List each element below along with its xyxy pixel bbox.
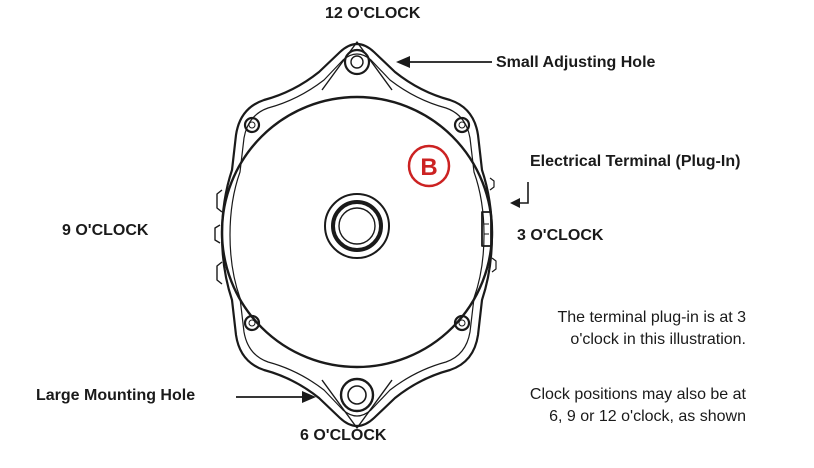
label-electrical-terminal: Electrical Terminal (Plug-In) <box>530 153 741 170</box>
label-large-mounting-hole: Large Mounting Hole <box>36 387 196 404</box>
bolt-hole-bottom-right <box>453 314 471 332</box>
note-line-1b: o'clock in this illustration. <box>570 331 746 348</box>
note-terminal-position: The terminal plug-in is at 3 o'clock in … <box>557 307 746 351</box>
large-mounting-hole <box>339 377 375 413</box>
bolt-hole-top-left <box>243 116 261 134</box>
note-line-2b: 6, 9 or 12 o'clock, as shown <box>549 408 746 425</box>
label-small-adjusting-hole: Small Adjusting Hole <box>496 54 656 71</box>
center-boss-inner <box>338 207 376 245</box>
housing-outline <box>220 42 494 428</box>
center-boss-ring <box>331 200 383 252</box>
bottom-ear <box>321 379 393 429</box>
badge-b: B <box>407 144 451 188</box>
label-9-oclock: 9 O'CLOCK <box>62 222 149 239</box>
arrow-large-hole <box>236 391 316 403</box>
main-cover-circle <box>220 95 494 369</box>
note-clock-positions: Clock positions may also be at 6, 9 or 1… <box>530 384 746 428</box>
electrical-terminal-plug <box>481 211 492 247</box>
note-line-2a: Clock positions may also be at <box>529 386 746 403</box>
label-3-oclock: 3 O'CLOCK <box>517 227 604 244</box>
left-side-tabs <box>214 189 223 285</box>
housing-inner-outline <box>229 53 485 417</box>
small-adjusting-hole <box>343 48 371 76</box>
arrow-terminal <box>510 182 529 208</box>
arrow-small-hole <box>396 56 492 68</box>
top-ear <box>321 41 393 91</box>
label-6-oclock: 6 O'CLOCK <box>300 427 387 444</box>
note-line-1a: The terminal plug-in is at 3 <box>557 309 746 326</box>
badge-b-text: B <box>420 154 437 181</box>
label-12-oclock: 12 O'CLOCK <box>325 5 421 22</box>
bolt-hole-bottom-left <box>243 314 261 332</box>
center-boss-outer <box>324 193 390 259</box>
bolt-hole-top-right <box>453 116 471 134</box>
